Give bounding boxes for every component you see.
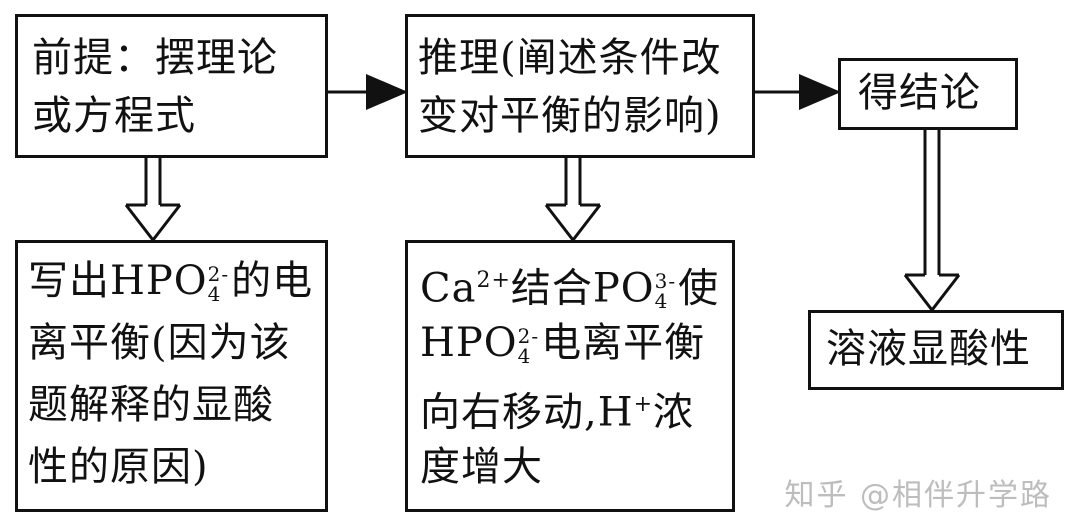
combine-line2-sup: 2-	[517, 324, 540, 348]
combine-line3: 向右移动,H+浓	[420, 380, 694, 437]
ionize-line2: 离平衡(因为该	[28, 320, 291, 366]
combine-line1-c: 使	[678, 265, 720, 312]
premise-line1: 前提：摆理论	[32, 35, 278, 81]
premise-line2: 或方程式	[32, 93, 196, 139]
double-arrow-conclusion-down	[903, 130, 961, 313]
combine-line3-sup: +	[633, 392, 654, 417]
acidic-box	[808, 310, 1064, 390]
combine-line1-sup2: 3-	[654, 269, 677, 294]
combine-line3-b: 浓	[653, 389, 695, 436]
conclusion-line1: 得结论	[858, 70, 981, 116]
double-arrow-reasoning-down	[544, 158, 602, 243]
combine-line3-a: 向右移动,H	[420, 389, 634, 436]
ionize-line4: 性的原因)	[28, 444, 209, 490]
ionize-line1-sup: 2-	[207, 262, 230, 286]
premise-box	[15, 14, 328, 158]
conclusion-box	[838, 58, 1018, 130]
combine-line2-a: HPO	[420, 320, 518, 366]
combine-line1-b: 结合PO	[510, 265, 655, 312]
acidic-line1: 溶液显酸性	[826, 326, 1031, 372]
watermark: 知乎 @相伴升学路	[784, 478, 1052, 513]
ionize-line1-post: 的电	[231, 258, 314, 304]
ionize-line3: 题解释的显酸	[28, 382, 274, 428]
double-arrow-premise-down	[124, 158, 182, 243]
combine-line1-a: Ca	[420, 265, 477, 312]
ionize-box	[15, 240, 328, 512]
combine-line1-sup1: 2+	[476, 268, 511, 293]
combine-box	[405, 240, 735, 512]
ionize-line1-sub: 4	[207, 282, 222, 306]
combine-line2-sub: 4	[517, 344, 532, 368]
reasoning-line2: 变对平衡的影响)	[418, 93, 722, 139]
combine-line4: 度增大	[420, 444, 543, 490]
combine-line2-b: 电离平衡	[541, 320, 706, 366]
reasoning-line1: 推理(阐述条件改	[418, 35, 722, 81]
combine-line1-sub2: 4	[654, 289, 669, 314]
reasoning-box	[405, 14, 755, 158]
ionize-line1-pre: 写出HPO	[28, 258, 208, 304]
